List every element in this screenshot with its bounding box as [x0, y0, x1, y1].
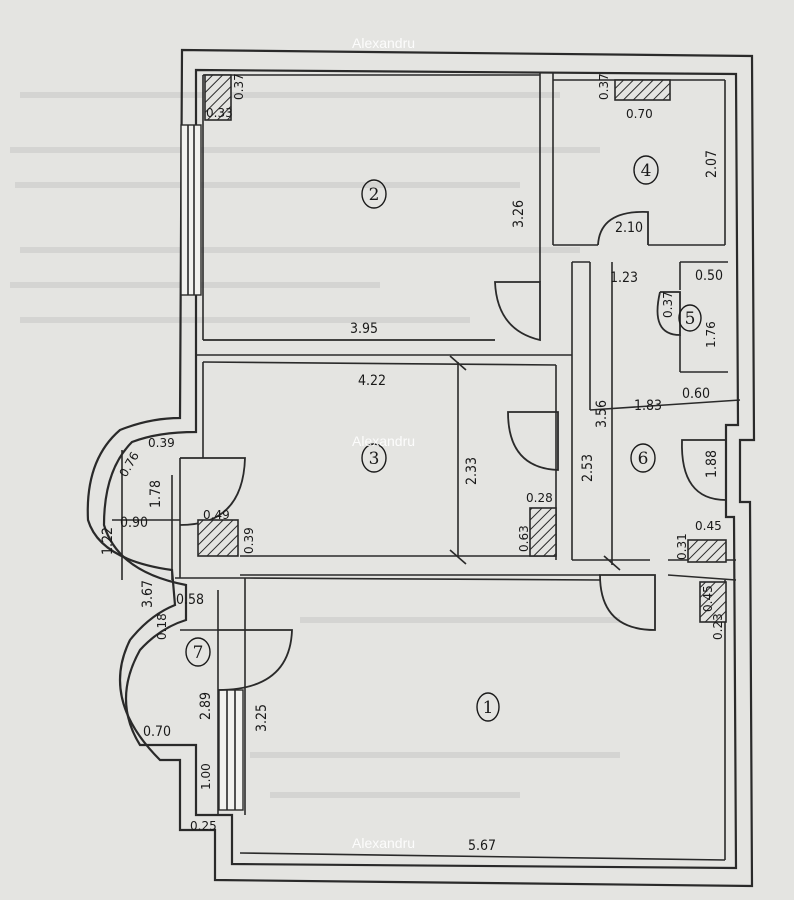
door-room-1 [599, 574, 656, 631]
dim-balcony-367: 3.67 [140, 580, 156, 608]
room-6-marker: 6 [630, 443, 656, 473]
background-texture [10, 92, 620, 798]
dim-hall-len: 3.56 [594, 400, 610, 428]
dim-r1-pillar-w: 0.45 [695, 519, 722, 533]
room-5-label: 5 [685, 309, 696, 329]
room-3-label: 3 [369, 449, 380, 469]
dim-hall-door: 2.53 [580, 454, 596, 482]
room-3-marker: 3 [361, 443, 387, 473]
dim-r3-height: 2.33 [464, 457, 480, 485]
dim-hall-side: 0.60 [682, 386, 710, 402]
dim-r2-pillar-w: 0.33 [206, 106, 233, 120]
door-room-5 [656, 291, 681, 336]
room-2-label: 2 [369, 185, 380, 205]
dim-r4-height: 2.07 [704, 150, 720, 178]
dim-hall-width: 1.83 [634, 398, 662, 414]
dimension-lines [112, 262, 741, 580]
door-room-4 [597, 211, 649, 246]
room-5-marker: 5 [678, 304, 702, 332]
watermark-bottom: Alexandru [352, 835, 415, 851]
door-room-2 [494, 281, 541, 342]
dim-r3-width: 4.22 [358, 373, 386, 389]
doors [179, 211, 727, 691]
dim-r5-height: 1.76 [704, 321, 718, 348]
dim-r5-width: 0.50 [695, 268, 723, 284]
dimension-labels: 3.95 3.26 0.33 0.37 0.70 0.37 2.07 2.10 … [100, 73, 725, 854]
dim-r4-width: 2.10 [615, 220, 643, 236]
room-4-marker: 4 [633, 155, 659, 185]
dim-r5-small: 0.37 [661, 291, 675, 318]
dim-r3-pillar-w: 0.28 [526, 491, 553, 505]
dim-balcony-018: 0.18 [155, 613, 169, 640]
dim-r2-pillar-h: 0.37 [232, 73, 246, 100]
windows [180, 124, 244, 811]
watermark-top: Alexandru [352, 35, 415, 51]
dim-r1-width: 5.67 [468, 838, 496, 854]
dim-r1-pillar2-h: 0.45 [701, 585, 715, 612]
room-1-label: 1 [483, 698, 494, 718]
dim-balcony-122: 1.22 [100, 527, 116, 555]
dim-r2-width: 3.95 [350, 321, 378, 337]
watermarks: Alexandru Alexandru Alexandru [352, 35, 415, 851]
room-7-label: 7 [193, 643, 204, 663]
dim-r4-pillar-h: 0.37 [597, 73, 611, 100]
dim-balcony-top-b: 0.39 [148, 436, 175, 450]
dim-r1-height: 3.25 [254, 704, 270, 732]
dim-r3-pillar2-w: 0.49 [203, 508, 230, 522]
dim-balcony-058: 0.58 [176, 592, 204, 608]
dim-balcony-178: 1.78 [148, 480, 164, 508]
dim-r3-pillar2-h: 0.39 [242, 527, 256, 554]
dim-r1-pillar-h: 0.31 [675, 533, 689, 560]
door-room-7-top [179, 457, 246, 526]
dim-corr-width: 1.23 [610, 270, 638, 286]
dim-r1-pillar2-w: 0.23 [711, 613, 725, 640]
interior-walls [175, 72, 737, 861]
pillars [197, 74, 727, 623]
door-room-7-bottom [217, 629, 293, 691]
dim-r2-height: 3.26 [511, 200, 527, 228]
dim-balcony-070: 0.70 [143, 724, 171, 740]
dim-balcony-025: 0.25 [190, 819, 217, 833]
dim-r4-pillar-w: 0.70 [626, 107, 653, 121]
watermark-middle: Alexandru [352, 433, 415, 449]
dim-balcony-100: 1.00 [199, 763, 213, 790]
dim-hall-end: 1.88 [704, 450, 720, 478]
dim-balcony-top-a: 0.76 [116, 449, 141, 479]
door-room-3 [507, 411, 559, 471]
room-2-marker: 2 [361, 179, 387, 209]
dim-balcony-090: 0.90 [120, 515, 148, 531]
room-1-marker: 1 [476, 692, 500, 722]
dim-r3-pillar-h: 0.63 [517, 525, 531, 552]
room-6-label: 6 [638, 449, 649, 469]
dim-balcony-289: 2.89 [198, 692, 214, 720]
room-7-marker: 7 [185, 637, 211, 667]
door-entrance [681, 439, 727, 501]
room-4-label: 4 [641, 161, 652, 181]
